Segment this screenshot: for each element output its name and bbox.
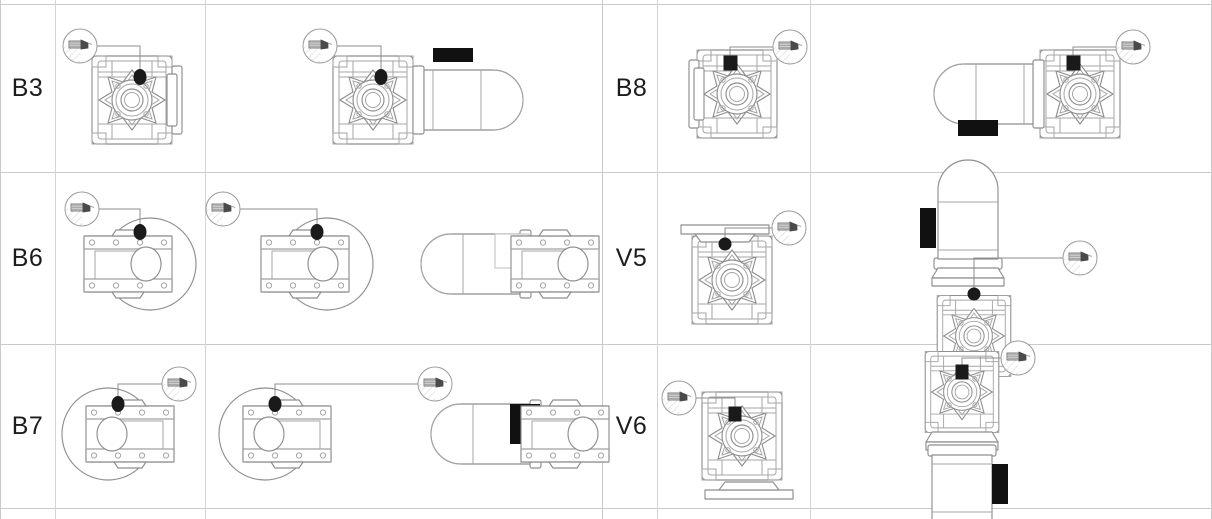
- grid-line-h-1: [0, 172, 1212, 173]
- figure-v5-gearbox-with-motor: [810, 159, 1210, 378]
- grid-line-v-right-mid: [810, 0, 811, 519]
- leader-line: [1072, 46, 1133, 59]
- oil-breather-plug: [133, 69, 147, 85]
- figure-b8-gearbox-only: [657, 4, 810, 172]
- figure-b6-gearbox-only: [55, 172, 205, 344]
- callout-oil-breather-plug: [205, 191, 241, 227]
- figure-b3-gearbox-with-motor: [205, 4, 602, 172]
- figure-b6-gearbox-with-motor: [205, 172, 602, 344]
- callout-oil-breather-plug: [661, 380, 697, 416]
- terminal-box: [920, 208, 936, 248]
- callout-oil-breather-plug: [417, 366, 453, 402]
- grid-line-v-left-mid: [205, 0, 206, 519]
- motor: [412, 65, 524, 135]
- figure-b3-gearbox-only: [55, 4, 205, 172]
- leader-line: [80, 45, 141, 76]
- oil-breather-plug: [967, 287, 981, 301]
- motor: [927, 444, 997, 519]
- grid-line-v-center: [602, 0, 603, 519]
- leader-line: [729, 46, 790, 59]
- oil-breather-plug: [133, 224, 147, 240]
- leader-line: [724, 227, 789, 242]
- figure-b7-gearbox-only: [55, 344, 205, 508]
- gearbox-body: [520, 399, 610, 469]
- gearbox-body: [85, 399, 175, 469]
- motor: [933, 159, 1003, 270]
- oil-breather-plug: [111, 396, 125, 412]
- leader-line: [223, 208, 318, 230]
- grid-line-v-right-label: [657, 0, 658, 519]
- gearbox-body: [83, 229, 173, 299]
- figure-b7-gearbox-with-motor: [205, 344, 610, 508]
- row-label-b3: B3: [11, 73, 44, 102]
- output-flange: [688, 59, 705, 129]
- gearbox-body: [691, 235, 773, 325]
- callout-oil-breather-plug: [62, 28, 98, 64]
- leader-line: [82, 208, 141, 230]
- callout-oil-breather-plug: [161, 366, 197, 402]
- leader-line: [320, 45, 382, 76]
- callout-oil-breather-plug: [302, 28, 338, 64]
- gearbox-body: [701, 391, 783, 481]
- output-flange: [166, 65, 183, 135]
- grid-line-h-top: [0, 4, 1212, 5]
- grid-line-h-2: [0, 344, 1212, 345]
- callout-oil-breather-plug: [1062, 240, 1098, 276]
- mounting-plate: [704, 481, 794, 500]
- terminal-box: [958, 120, 998, 136]
- callout-oil-breather-plug: [771, 210, 807, 246]
- grid-line-v-left-label: [55, 0, 56, 519]
- leader-line: [973, 257, 1080, 292]
- terminal-box: [992, 464, 1008, 504]
- callout-oil-breather-plug: [64, 191, 100, 227]
- oil-breather-plug: [723, 55, 738, 71]
- gearbox-body: [510, 229, 600, 299]
- leader-line: [274, 383, 435, 402]
- oil-breather-plug: [728, 406, 742, 422]
- row-label-b6: B6: [11, 243, 44, 272]
- callout-oil-breather-plug: [1115, 29, 1151, 65]
- figure-v6-gearbox-only: [657, 344, 810, 508]
- callout-oil-breather-plug: [772, 29, 808, 65]
- row-label-v5: V5: [615, 243, 648, 272]
- figure-b8-gearbox-with-motor: [810, 4, 1210, 172]
- oil-breather-plug: [374, 69, 388, 85]
- leader-line: [679, 397, 736, 410]
- figure-v6-gearbox-with-motor: [810, 340, 1210, 519]
- motor: [933, 59, 1045, 129]
- row-label-b7: B7: [11, 411, 44, 440]
- callout-oil-breather-plug: [1000, 340, 1036, 376]
- gearbox-body: [91, 55, 173, 145]
- row-label-v6: V6: [615, 411, 648, 440]
- oil-breather-plug: [268, 396, 282, 412]
- oil-breather-plug: [310, 224, 324, 240]
- oil-breather-plug: [718, 237, 732, 251]
- gearbox-body: [260, 229, 350, 299]
- grid-line-h-3: [0, 508, 1212, 509]
- oil-breather-plug: [1066, 55, 1081, 71]
- figure-v5-gearbox-only: [657, 172, 810, 344]
- gearbox-body: [332, 55, 414, 145]
- gearbox-body: [242, 399, 332, 469]
- grid-line-v-left-edge: [0, 0, 1, 519]
- row-label-b8: B8: [615, 73, 648, 102]
- terminal-box: [433, 48, 473, 62]
- oil-breather-plug: [955, 364, 969, 380]
- coupling-collar: [931, 267, 1005, 287]
